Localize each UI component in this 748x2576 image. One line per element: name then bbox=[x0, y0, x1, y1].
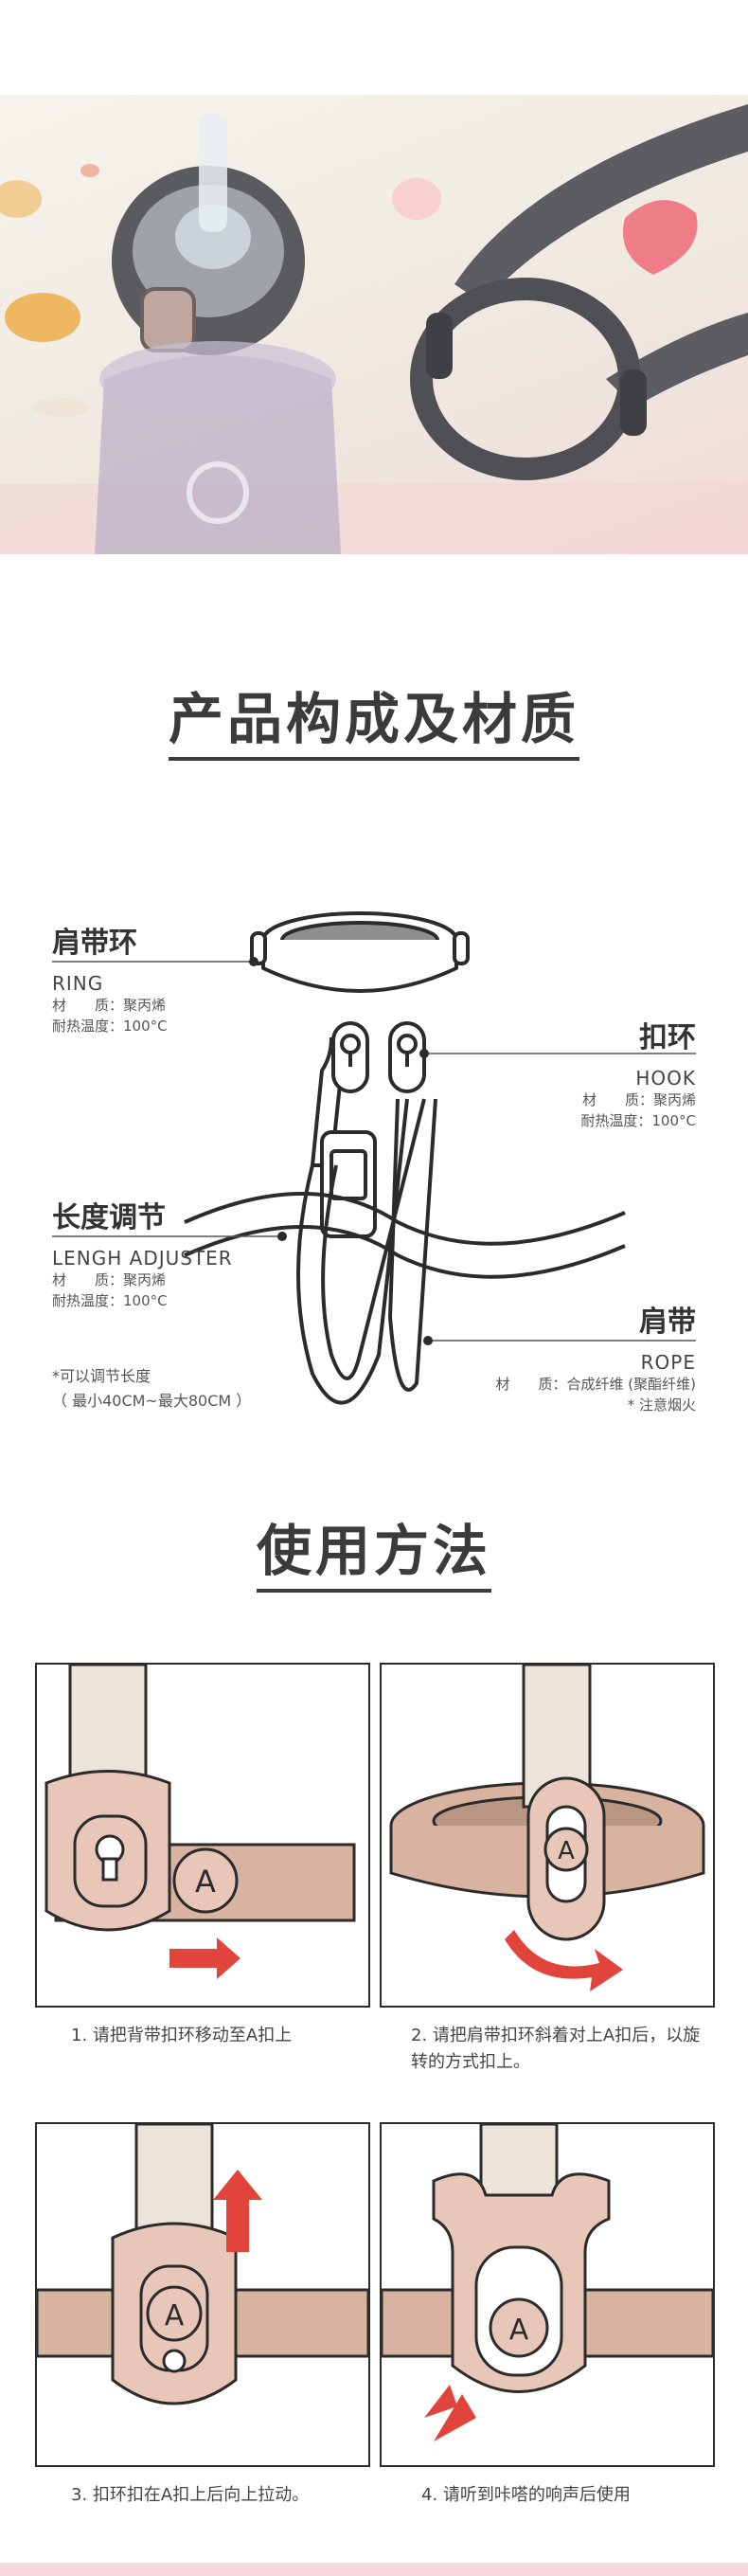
step-2-marker: A bbox=[558, 1837, 575, 1865]
hook-name-en: HOOK bbox=[635, 1067, 696, 1090]
step-3-panel: A bbox=[35, 2122, 370, 2467]
hero-product-photo bbox=[0, 95, 748, 554]
step-1-caption: 1. 请把背带扣环移动至A扣上 bbox=[71, 2026, 293, 2045]
rope-warning: * 注意烟火 bbox=[627, 1396, 696, 1414]
ring-name-en: RING bbox=[52, 972, 104, 995]
hook-label: 扣环 HOOK 材 质：聚丙烯 耐热温度：100°C bbox=[580, 1014, 696, 1131]
step-1-marker: A bbox=[195, 1864, 216, 1900]
step-4-caption: 4. 请听到咔嗒的响声后使用 bbox=[421, 2485, 631, 2505]
step-3-marker: A bbox=[165, 2299, 185, 2333]
bottom-bar bbox=[0, 2563, 748, 2576]
step-3-illustration: A bbox=[37, 2124, 368, 2405]
ring-label: 肩带环 RING 材 质：聚丙烯 耐热温度：100°C bbox=[52, 919, 168, 1036]
length-note-line2: （ 最小40CM~最大80CM ） bbox=[52, 1392, 252, 1410]
ring-material: 材 质：聚丙烯 bbox=[52, 997, 167, 1014]
adjuster-name-en: LENGH ADJUSTER bbox=[52, 1247, 233, 1270]
parts-diagram: 肩带环 RING 材 质：聚丙烯 耐热温度：100°C 扣环 HOOK 材 质：… bbox=[0, 881, 748, 1468]
composition-title: 产品构成及材质 bbox=[0, 675, 748, 761]
adjuster-label: 长度调节 LENGH ADJUSTER 材 质：聚丙烯 耐热温度：100°C bbox=[52, 1194, 233, 1311]
length-note: *可以调节长度 （ 最小40CM~最大80CM ） bbox=[52, 1364, 251, 1414]
adjuster-material: 材 质：聚丙烯 bbox=[52, 1271, 167, 1288]
step-4-illustration: A bbox=[382, 2124, 713, 2441]
step-1-illustration: A bbox=[45, 1665, 356, 1979]
rope-name-zh: 肩带 bbox=[639, 1306, 696, 1339]
step-1-panel: A bbox=[35, 1663, 370, 2008]
hero-illustration bbox=[0, 104, 748, 554]
length-note-line1: *可以调节长度 bbox=[52, 1367, 151, 1385]
ring-temp: 耐热温度：100°C bbox=[52, 1018, 168, 1035]
step-2-illustration: A bbox=[389, 1665, 705, 1991]
hook-name-zh: 扣环 bbox=[639, 1021, 696, 1054]
step-3-caption: 3. 扣环扣在A扣上后向上拉动。 bbox=[71, 2485, 310, 2505]
usage-title: 使用方法 bbox=[0, 1506, 748, 1593]
adjuster-name-zh: 长度调节 bbox=[52, 1201, 166, 1234]
strap-line-drawing bbox=[52, 911, 696, 1405]
adjuster-temp: 耐热温度：100°C bbox=[52, 1292, 168, 1309]
hook-material: 材 质：聚丙烯 bbox=[581, 1091, 696, 1108]
step-4-panel: A bbox=[380, 2122, 715, 2467]
rope-label: 肩带 ROPE 材 质：合成纤维 (聚酯纤维) * 注意烟火 bbox=[496, 1298, 696, 1415]
rope-name-en: ROPE bbox=[640, 1351, 696, 1374]
rope-material: 材 质：合成纤维 (聚酯纤维) bbox=[495, 1376, 696, 1393]
hook-temp: 耐热温度：100°C bbox=[580, 1112, 696, 1129]
step-2-panel: A bbox=[380, 1663, 715, 2008]
step-2-caption: 2. 请把肩带扣环斜着对上A扣后，以旋转的方式扣上。 bbox=[411, 2026, 701, 2072]
step-4-marker: A bbox=[509, 2314, 529, 2347]
ring-name-zh: 肩带环 bbox=[52, 927, 137, 960]
